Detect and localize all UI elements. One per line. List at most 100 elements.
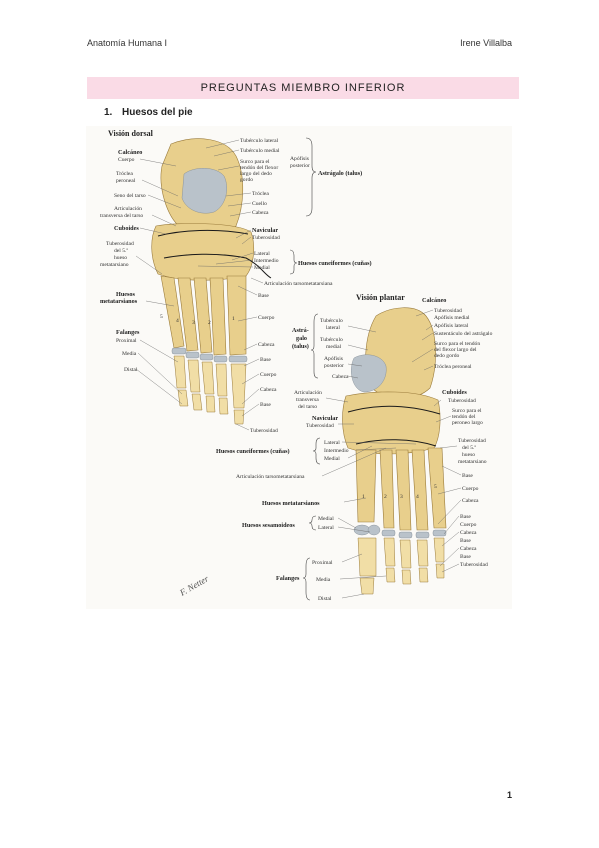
plantar-title: Visión plantar — [356, 293, 405, 302]
dorsal-left-labels: Calcáneo Cuerpo Tróclea peroneal Seno de… — [100, 149, 146, 373]
plantar-digit-numbers: 1 2 3 4 5 — [362, 484, 437, 500]
header-left: Anatomía Humana I — [87, 38, 168, 48]
figure-label: Astrágalo (talus) — [318, 170, 362, 177]
banner-title: PREGUNTAS MIEMBRO INFERIOR — [200, 82, 406, 94]
figure-label: Tuberosidad — [434, 308, 462, 314]
figure-label: Base — [460, 554, 471, 560]
figure-label: Apófisis — [324, 355, 343, 362]
figure-label: Lateral — [254, 251, 270, 257]
figure-label: Tuberosidad — [106, 241, 134, 247]
figure-label: Huesos — [116, 291, 136, 298]
dorsal-left-leader-lines — [135, 158, 183, 405]
figure-label: 4 — [176, 318, 179, 324]
figure-label: Base — [260, 402, 271, 408]
figure-label: del flexor largo del — [434, 346, 477, 353]
figure-label: Tuberosidad — [448, 398, 476, 404]
figure-label: Huesos metatarsianos — [262, 500, 320, 507]
figure-label: hueso — [462, 452, 475, 458]
figure-label: Cuboides — [114, 225, 139, 232]
figure-label: Tubérculo medial — [240, 148, 280, 154]
figure-label: Base — [460, 514, 471, 520]
plantar-mid-labels: Articulación transversa del tarso Navicu… — [294, 390, 338, 429]
figure-label: lateral — [326, 325, 340, 331]
figure-label: Distal — [124, 367, 138, 373]
figure-label: Articulación — [114, 206, 142, 212]
figure-label: Tuberosidad — [460, 562, 488, 568]
figure-label: tendón del — [452, 414, 476, 420]
figure-label: Cabeza — [260, 387, 277, 393]
figure-label: Base — [260, 357, 271, 363]
figure-label: peroneo largo — [452, 420, 483, 426]
section-number: 1. — [104, 107, 113, 118]
figure-label: Huesos cuneiformes (cuñas) — [298, 260, 372, 267]
foot-bones-illustration: Visión dorsal Calcáneo Cuerpo Tróclea pe… — [100, 129, 493, 602]
figure-label: Falanges — [116, 329, 140, 336]
figure-label: Cuerpo — [258, 315, 275, 321]
figure-label: Tuberosidad — [458, 438, 486, 444]
figure-label: Lateral — [324, 440, 340, 446]
plantar-mid-leaders — [325, 397, 354, 425]
foot-bones-figure: Visión dorsal Calcáneo Cuerpo Tróclea pe… — [86, 126, 512, 609]
figure-label: del 5.º — [462, 445, 476, 451]
figure-label: Media — [316, 577, 331, 583]
figure-label: Falanges — [276, 575, 300, 582]
figure-label: gordo — [240, 177, 253, 183]
section-heading: 1.Huesos del pie — [104, 107, 193, 118]
figure-label: Tuberosidad — [306, 423, 334, 429]
dorsal-right-leader-lines — [197, 139, 264, 431]
plantar-right-labels: Tuberosidad Apófisis medial Apófisis lat… — [434, 308, 493, 568]
figure-label: Proximal — [116, 338, 137, 344]
figure-label: Cabeza — [460, 530, 477, 536]
figure-label: Surco para el tendón — [434, 341, 480, 347]
figure-label: Articulación — [294, 390, 322, 396]
figure-label: Seno del tarso — [114, 193, 146, 199]
plantar-lower-leaders — [321, 441, 417, 599]
figure-label: Lateral — [318, 525, 334, 531]
figure-label: peroneal — [116, 178, 136, 184]
figure-label: 2 — [208, 320, 211, 326]
figure-label: tendón del flexor — [240, 164, 278, 171]
figure-label: posterior — [290, 163, 310, 169]
figure-label: dedo gordo — [434, 353, 460, 359]
figure-label: Surco para el — [452, 408, 482, 414]
figure-label: del tarso — [298, 404, 317, 410]
figure-label: transversa del tarso — [100, 213, 143, 219]
figure-label: Tuberosidad — [250, 428, 278, 434]
figure-label: Tubérculo lateral — [240, 138, 279, 144]
figure-label: Tróclea — [116, 171, 133, 177]
figure-label: Huesos cuneiformes (cuñas) — [216, 448, 290, 455]
figure-label: hueso — [114, 255, 127, 261]
figure-label: 3 — [400, 494, 403, 500]
figure-label: 5 — [160, 314, 163, 320]
figure-label: (talus) — [292, 343, 309, 350]
figure-label: 3 — [192, 320, 195, 326]
plantar-right-leader-lines — [411, 309, 462, 573]
figure-label: Articulación tarsometatarsiana — [264, 281, 333, 287]
plantar-cuneiformes-labels: Huesos cuneiformes (cuñas) Lateral Inter… — [216, 437, 349, 602]
figure-label: Apófisis medial — [434, 314, 470, 321]
figure-label: Cabeza — [332, 374, 349, 380]
figure-label: Navicular — [312, 415, 338, 422]
dorsal-digit-numbers: 5 4 3 2 1 — [160, 314, 235, 326]
figure-label: 5 — [434, 484, 437, 490]
plantar-astragalo-leaders — [347, 325, 377, 379]
figure-label: Cuello — [252, 201, 267, 207]
plantar-calcaneo: Calcáneo — [422, 297, 446, 304]
figure-label: Intermedio — [254, 258, 279, 264]
figure-label: Sustentáculo del astrágalo — [434, 331, 493, 337]
figure-label: Surco para el — [240, 159, 270, 165]
figure-label: Base — [258, 293, 269, 299]
figure-label: Cabeza — [252, 210, 269, 216]
figure-label: largo del dedo — [240, 171, 272, 177]
figure-label: Proximal — [312, 560, 333, 566]
dorsal-braces: Apófisis posterior Astrágalo (talus) Hue… — [289, 137, 372, 275]
figure-label: 1 — [362, 494, 365, 500]
figure-label: del 5.º — [114, 248, 128, 254]
figure-label: 1 — [232, 316, 235, 322]
figure-label: Cabeza — [258, 342, 275, 348]
figure-label: Base — [460, 538, 471, 544]
figure-label: Medial — [254, 265, 270, 271]
figure-label: Intermedio — [324, 448, 349, 454]
figure-label: Cuerpo — [460, 522, 477, 528]
figure-label: Cabeza — [462, 498, 479, 504]
